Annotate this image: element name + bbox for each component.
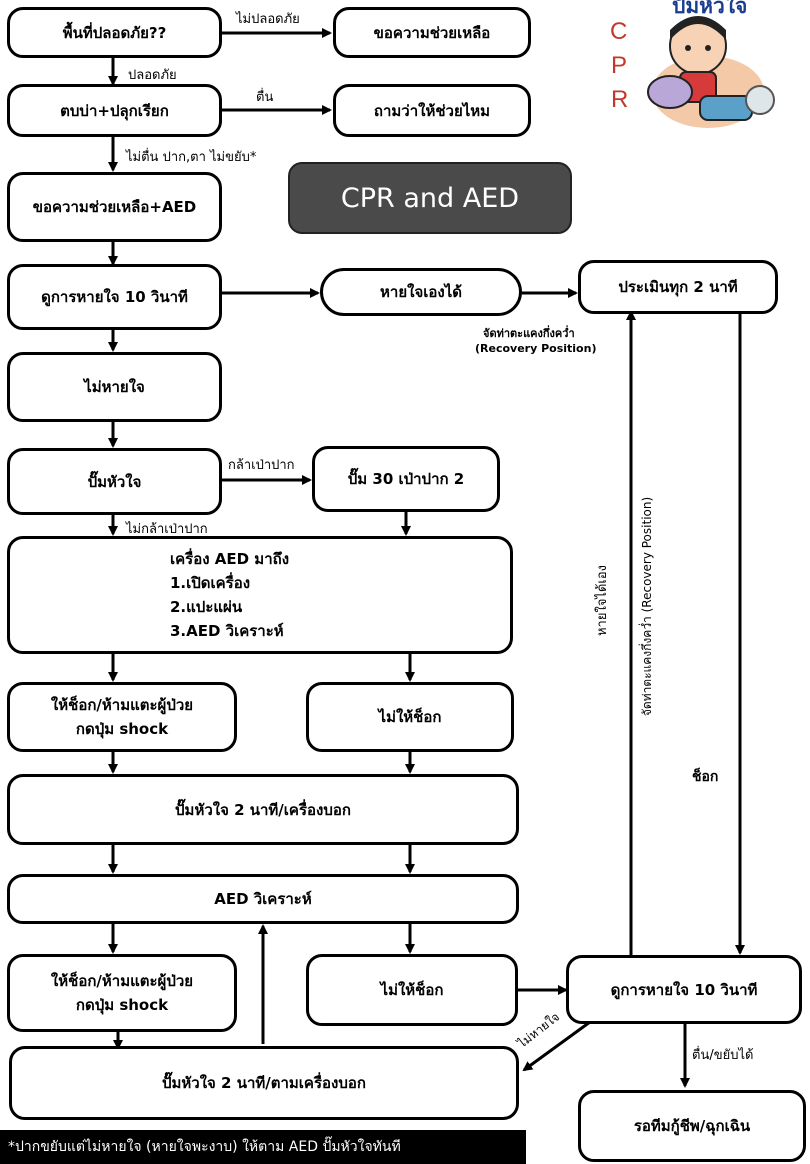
node-no-shock-1: ไม่ให้ช็อก xyxy=(306,682,514,752)
node-not-breathing: ไม่หายใจ xyxy=(7,352,222,422)
node-assess: ประเมินทุก 2 นาที xyxy=(578,260,778,314)
page-title: CPR and AED xyxy=(288,162,572,234)
node-aed-analyze: AED วิเคราะห์ xyxy=(7,874,519,924)
node-check-breath-1: ดูการหายใจ 10 วินาที xyxy=(7,264,222,330)
label-shock: ช็อก xyxy=(692,769,719,785)
node-shock-2: ให้ช็อก/ห้ามแตะผู้ป่วย กดปุ่ม shock xyxy=(7,954,237,1032)
shock-2-line1: ให้ช็อก/ห้ามแตะผู้ป่วย xyxy=(50,972,194,990)
footer-note: *ปากขยับแต่ไม่หายใจ (หายใจพะงาบ) ให้ตาม … xyxy=(0,1130,526,1164)
cpr-logo: C P R ปั๊มหัวใจ xyxy=(600,0,800,140)
node-call-help: ขอความช่วยเหลือ xyxy=(333,7,531,58)
node-aed-arrives: เครื่อง AED มาถึง 1.เปิดเครื่อง 2.แปะแผ่… xyxy=(7,536,513,654)
logo-text: ปั๊มหัวใจ xyxy=(672,0,748,18)
label-awake-moving: ตื่น/ขยับได้ xyxy=(692,1048,754,1063)
logo-letter-p: P xyxy=(611,52,628,79)
shock-1-line1: ให้ช็อก/ห้ามแตะผู้ป่วย xyxy=(50,696,194,714)
node-check-breath-2: ดูการหายใจ 10 วินาที xyxy=(566,955,802,1024)
node-breathing: หายใจเองได้ xyxy=(320,268,522,316)
label-safe: ปลอดภัย xyxy=(128,68,177,83)
node-cpr-2min-2: ปั๊มหัวใจ 2 นาที/ตามเครื่องบอก xyxy=(9,1046,519,1120)
node-cpr: ปั๊มหัวใจ xyxy=(7,448,222,515)
cpr-illustration-icon xyxy=(647,16,775,128)
aed-arrives-line1: เครื่อง AED มาถึง xyxy=(170,550,290,568)
node-cpr-2min-1: ปั๊มหัวใจ 2 นาที/เครื่องบอก xyxy=(7,774,519,845)
logo-letter-c: C xyxy=(610,18,628,45)
node-wait-ems: รอทีมกู้ชีพ/ฉุกเฉิน xyxy=(578,1090,806,1162)
aed-arrives-line4: 3.AED วิเคราะห์ xyxy=(170,622,284,640)
label-breathing-self: หายใจได้เอง xyxy=(595,564,611,637)
shock-2-line2: กดปุ่ม shock xyxy=(75,996,169,1014)
label-awake: ตื่น xyxy=(256,90,274,105)
label-not-dare-mouth: ไม่กล้าเป่าปาก xyxy=(126,522,208,537)
label-recovery-position-en: (Recovery Position) xyxy=(475,342,597,355)
label-unsafe: ไม่ปลอดภัย xyxy=(236,12,300,27)
node-tap-shoulder: ตบบ่า+ปลุกเรียก xyxy=(7,84,222,137)
label-recovery-vertical: จัดท่าตะแคงกึ่งคว่ำ (Recovery Position) xyxy=(640,496,655,717)
label-not-awake: ไม่ตื่น ปาก,ตา ไม่ขยับ* xyxy=(126,150,257,165)
label-dare-mouth: กล้าเป่าปาก xyxy=(228,458,295,473)
node-safe-check: พื้นที่ปลอดภัย?? xyxy=(7,7,222,58)
shock-1-line2: กดปุ่ม shock xyxy=(75,720,169,738)
label-recovery-position: จัดท่าตะแคงกึ่งคว่ำ xyxy=(483,327,575,340)
node-call-aed: ขอความช่วยเหลือ+AED xyxy=(7,172,222,242)
aed-arrives-line2: 1.เปิดเครื่อง xyxy=(170,574,251,592)
logo-letter-r: R xyxy=(611,86,629,113)
aed-arrives-line3: 2.แปะแผ่น xyxy=(170,598,243,616)
node-ask-help: ถามว่าให้ช่วยไหม xyxy=(333,84,531,137)
node-shock-1: ให้ช็อก/ห้ามแตะผู้ป่วย กดปุ่ม shock xyxy=(7,682,237,752)
node-no-shock-2: ไม่ให้ช็อก xyxy=(306,954,518,1026)
node-cpr-30-2: ปั๊ม 30 เป่าปาก 2 xyxy=(312,446,500,512)
